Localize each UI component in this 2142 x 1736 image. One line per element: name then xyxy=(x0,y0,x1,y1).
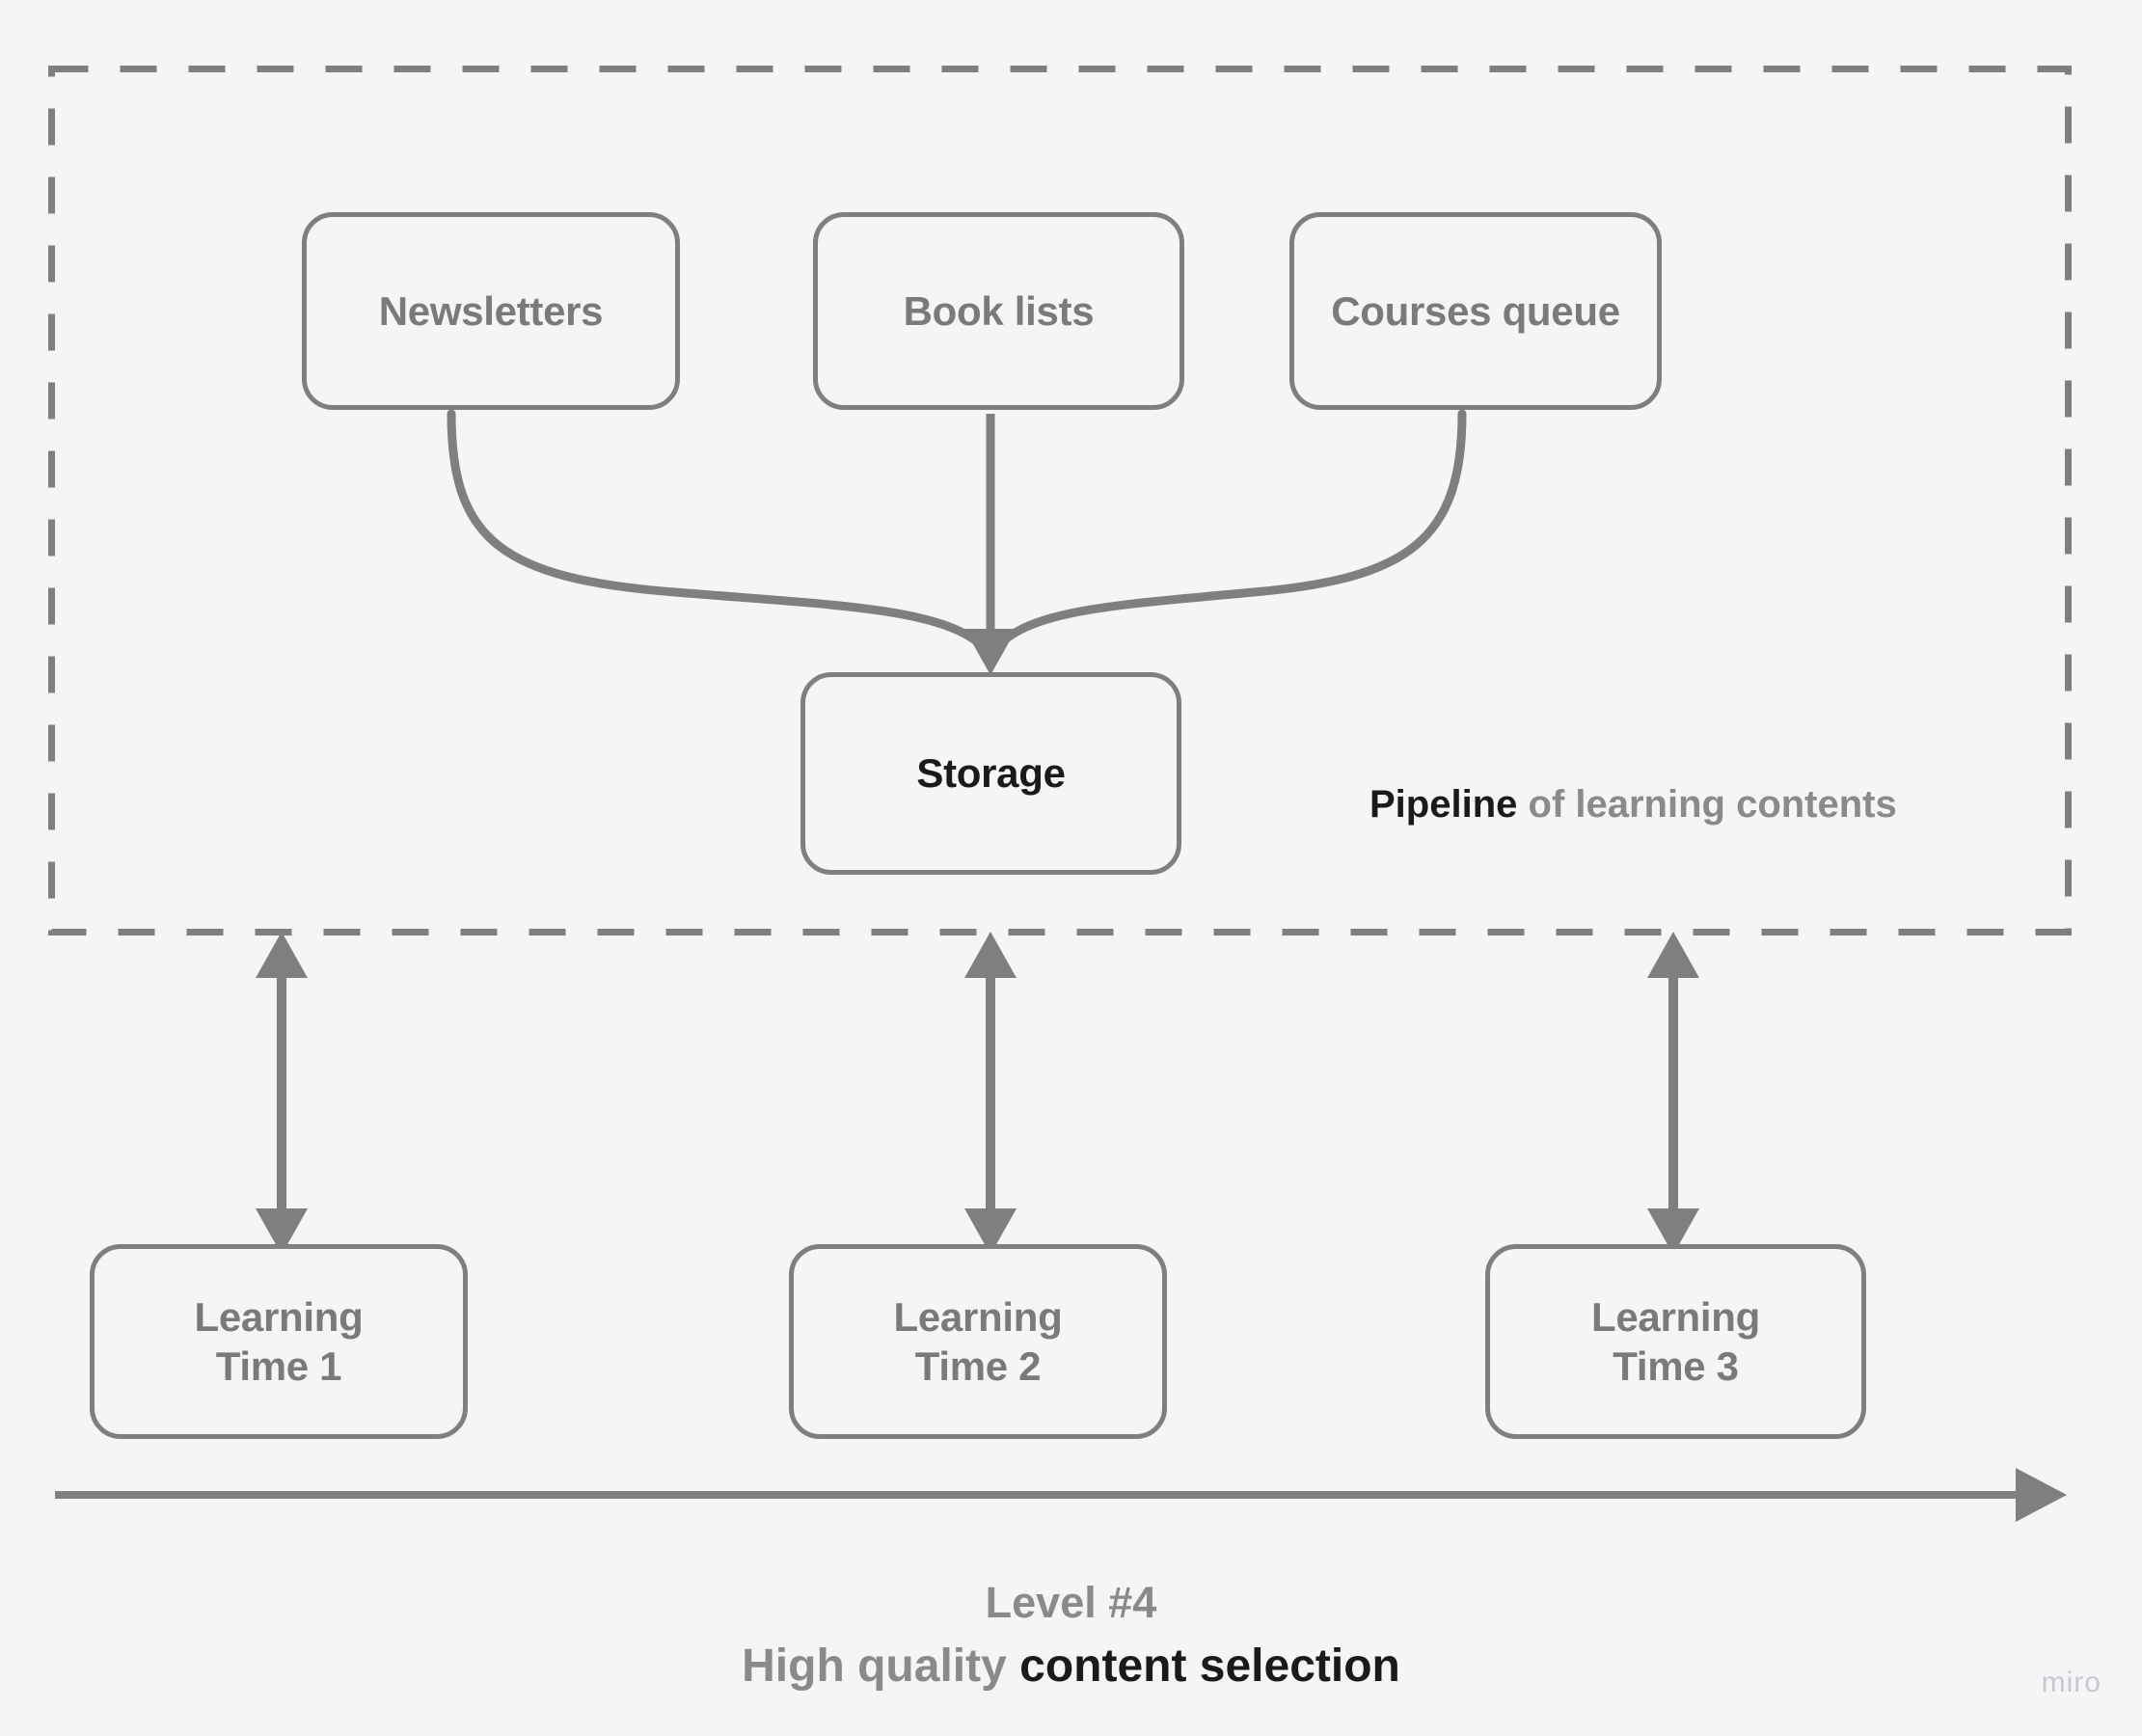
node-learning-time-2-label: Learning Time 2 xyxy=(893,1293,1063,1389)
node-newsletters[interactable]: Newsletters xyxy=(302,212,680,410)
node-learning-time-2[interactable]: Learning Time 2 xyxy=(789,1244,1167,1439)
connector-pipeline-to-learning-time-2 xyxy=(964,932,1017,1255)
node-learning-time-3-label: Learning Time 3 xyxy=(1591,1293,1760,1389)
pipeline-caption: Pipeline of learning contents xyxy=(1369,783,1897,827)
edge-newsletters-to-storage xyxy=(447,409,994,659)
footer-caption: Level #4 High quality content selection xyxy=(0,1572,2142,1699)
storage-inbound-arrowhead xyxy=(964,629,1017,675)
edge-coursesqueue-to-storage xyxy=(987,409,1467,659)
pipeline-caption-strong: Pipeline xyxy=(1369,783,1518,826)
footer-level-label: Level #4 xyxy=(985,1578,1157,1627)
node-newsletters-label: Newsletters xyxy=(378,287,604,334)
connector-pipeline-to-learning-time-1 xyxy=(256,932,308,1255)
miro-watermark: miro xyxy=(2041,1667,2101,1698)
node-learning-time-1[interactable]: Learning Time 1 xyxy=(90,1244,468,1439)
timeline-axis-arrow xyxy=(55,1468,2067,1522)
footer-subtitle: High quality content selection xyxy=(0,1634,2142,1699)
footer-subtitle-strong: content selection xyxy=(1019,1640,1400,1692)
connector-pipeline-to-learning-time-3 xyxy=(1647,932,1699,1255)
node-book-lists-label: Book lists xyxy=(903,287,1095,334)
node-courses-queue-label: Courses queue xyxy=(1331,287,1620,334)
node-learning-time-1-label: Learning Time 1 xyxy=(194,1293,364,1389)
node-storage[interactable]: Storage xyxy=(800,672,1181,875)
node-storage-label: Storage xyxy=(916,750,1066,797)
node-learning-time-3[interactable]: Learning Time 3 xyxy=(1485,1244,1866,1439)
node-courses-queue[interactable]: Courses queue xyxy=(1289,212,1662,410)
footer-subtitle-gray: High quality xyxy=(742,1640,1020,1692)
node-book-lists[interactable]: Book lists xyxy=(813,212,1184,410)
pipeline-caption-rest: of learning contents xyxy=(1517,783,1897,826)
